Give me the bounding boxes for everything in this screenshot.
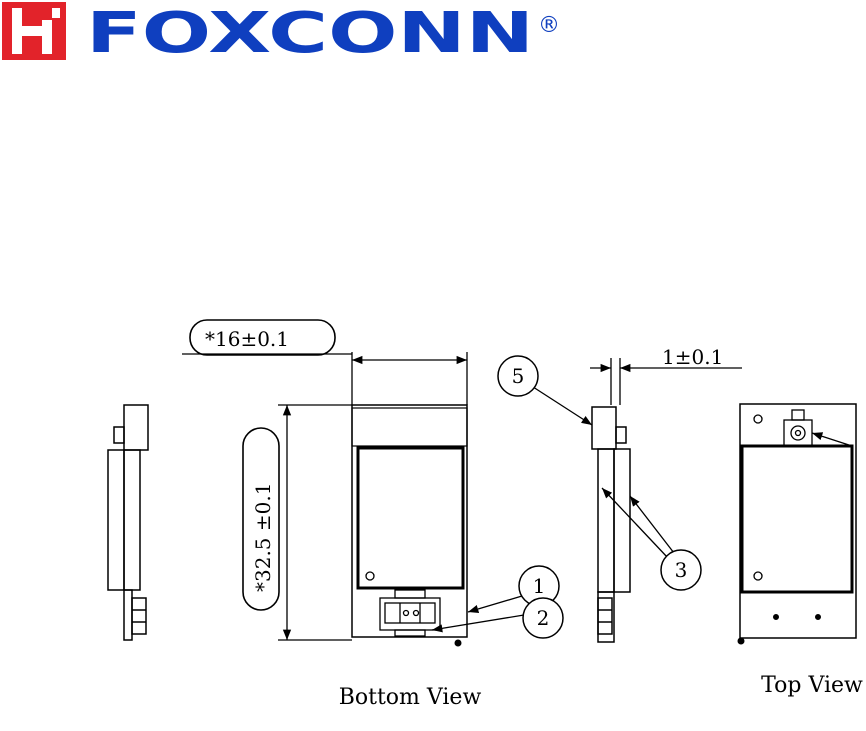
thickness-dimension-label: 1±0.1 bbox=[662, 345, 723, 369]
bottom-view-module bbox=[352, 405, 467, 646]
foxconn-h-icon bbox=[2, 2, 66, 60]
width-dimension-label: *16±0.1 bbox=[205, 327, 289, 351]
left-side-view bbox=[108, 405, 148, 640]
top-view-label: Top View bbox=[761, 673, 863, 698]
registered-mark: ® bbox=[538, 13, 560, 38]
svg-text:2: 2 bbox=[537, 606, 550, 630]
foxconn-logo: FOXCONN ® bbox=[2, 1, 560, 66]
top-corner-dot bbox=[738, 638, 744, 644]
foxconn-wordmark: FOXCONN bbox=[86, 1, 534, 66]
bottom-connector bbox=[380, 590, 440, 636]
svg-text:3: 3 bbox=[675, 558, 688, 582]
callout-5: 5 bbox=[498, 356, 592, 425]
top-view-module bbox=[738, 404, 856, 644]
bottom-view-label: Bottom View bbox=[339, 685, 482, 710]
height-dimension-label: *32.5 ±0.1 bbox=[251, 483, 275, 592]
svg-text:1: 1 bbox=[533, 574, 546, 598]
bottom-corner-dot bbox=[455, 640, 461, 646]
right-side-view bbox=[592, 407, 630, 642]
top-antenna-connector bbox=[784, 410, 852, 446]
svg-text:5: 5 bbox=[512, 364, 525, 388]
callout-3: 3 bbox=[602, 488, 701, 590]
callout-2: 2 bbox=[432, 598, 563, 638]
